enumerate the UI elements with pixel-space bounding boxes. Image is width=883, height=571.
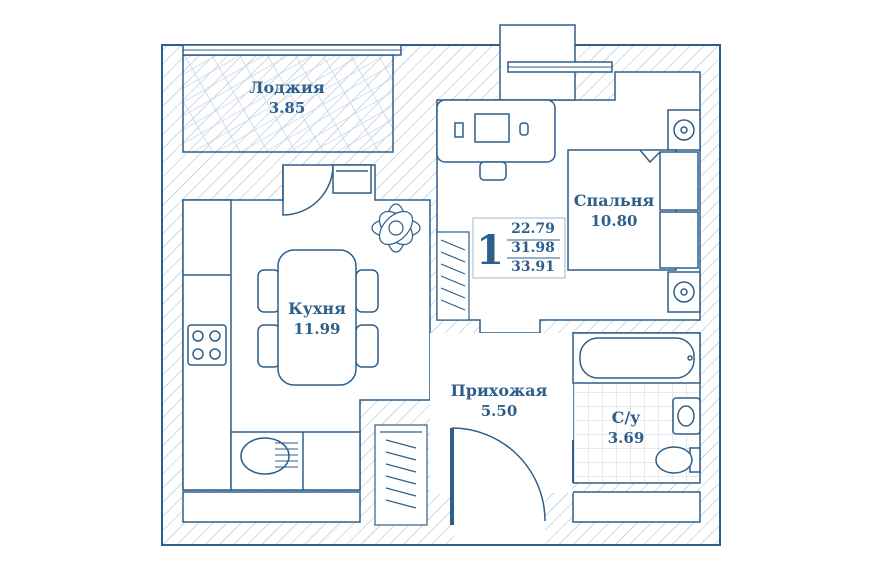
loggia-area: 3.85	[269, 99, 306, 117]
loggia-door	[282, 164, 372, 216]
dining-table	[257, 249, 379, 386]
entrance-door	[450, 427, 546, 525]
desk	[436, 99, 556, 181]
bed	[567, 109, 701, 313]
bathroom-area: 3.69	[608, 429, 645, 447]
bedroom-area: 10.80	[591, 212, 638, 230]
hallway-label: Прихожая	[451, 381, 548, 400]
kitchen-counter	[182, 199, 361, 491]
wardrobe	[436, 231, 470, 321]
plant-icon	[371, 203, 421, 253]
windows	[182, 24, 613, 101]
bedroom-label: Спальня	[574, 191, 655, 210]
kitchen-label: Кухня	[288, 299, 346, 318]
bathroom-fixtures	[572, 332, 701, 483]
total-area: 31.98	[511, 240, 555, 256]
hallway-wardrobe	[374, 424, 428, 526]
room-labels: Лоджия 3.85 Кухня 11.99 Спальня 10.80 Пр…	[249, 78, 654, 447]
living-area: 22.79	[511, 221, 555, 237]
bathroom-label: С/у	[612, 408, 642, 427]
total-area-with-loggia: 33.91	[511, 259, 555, 275]
kitchen-area: 11.99	[294, 320, 341, 338]
loggia-label: Лоджия	[249, 78, 325, 97]
rooms-count: 1	[476, 227, 504, 274]
info-box: 1 22.79 31.98 33.91	[472, 217, 566, 279]
hallway-area: 5.50	[481, 402, 518, 420]
